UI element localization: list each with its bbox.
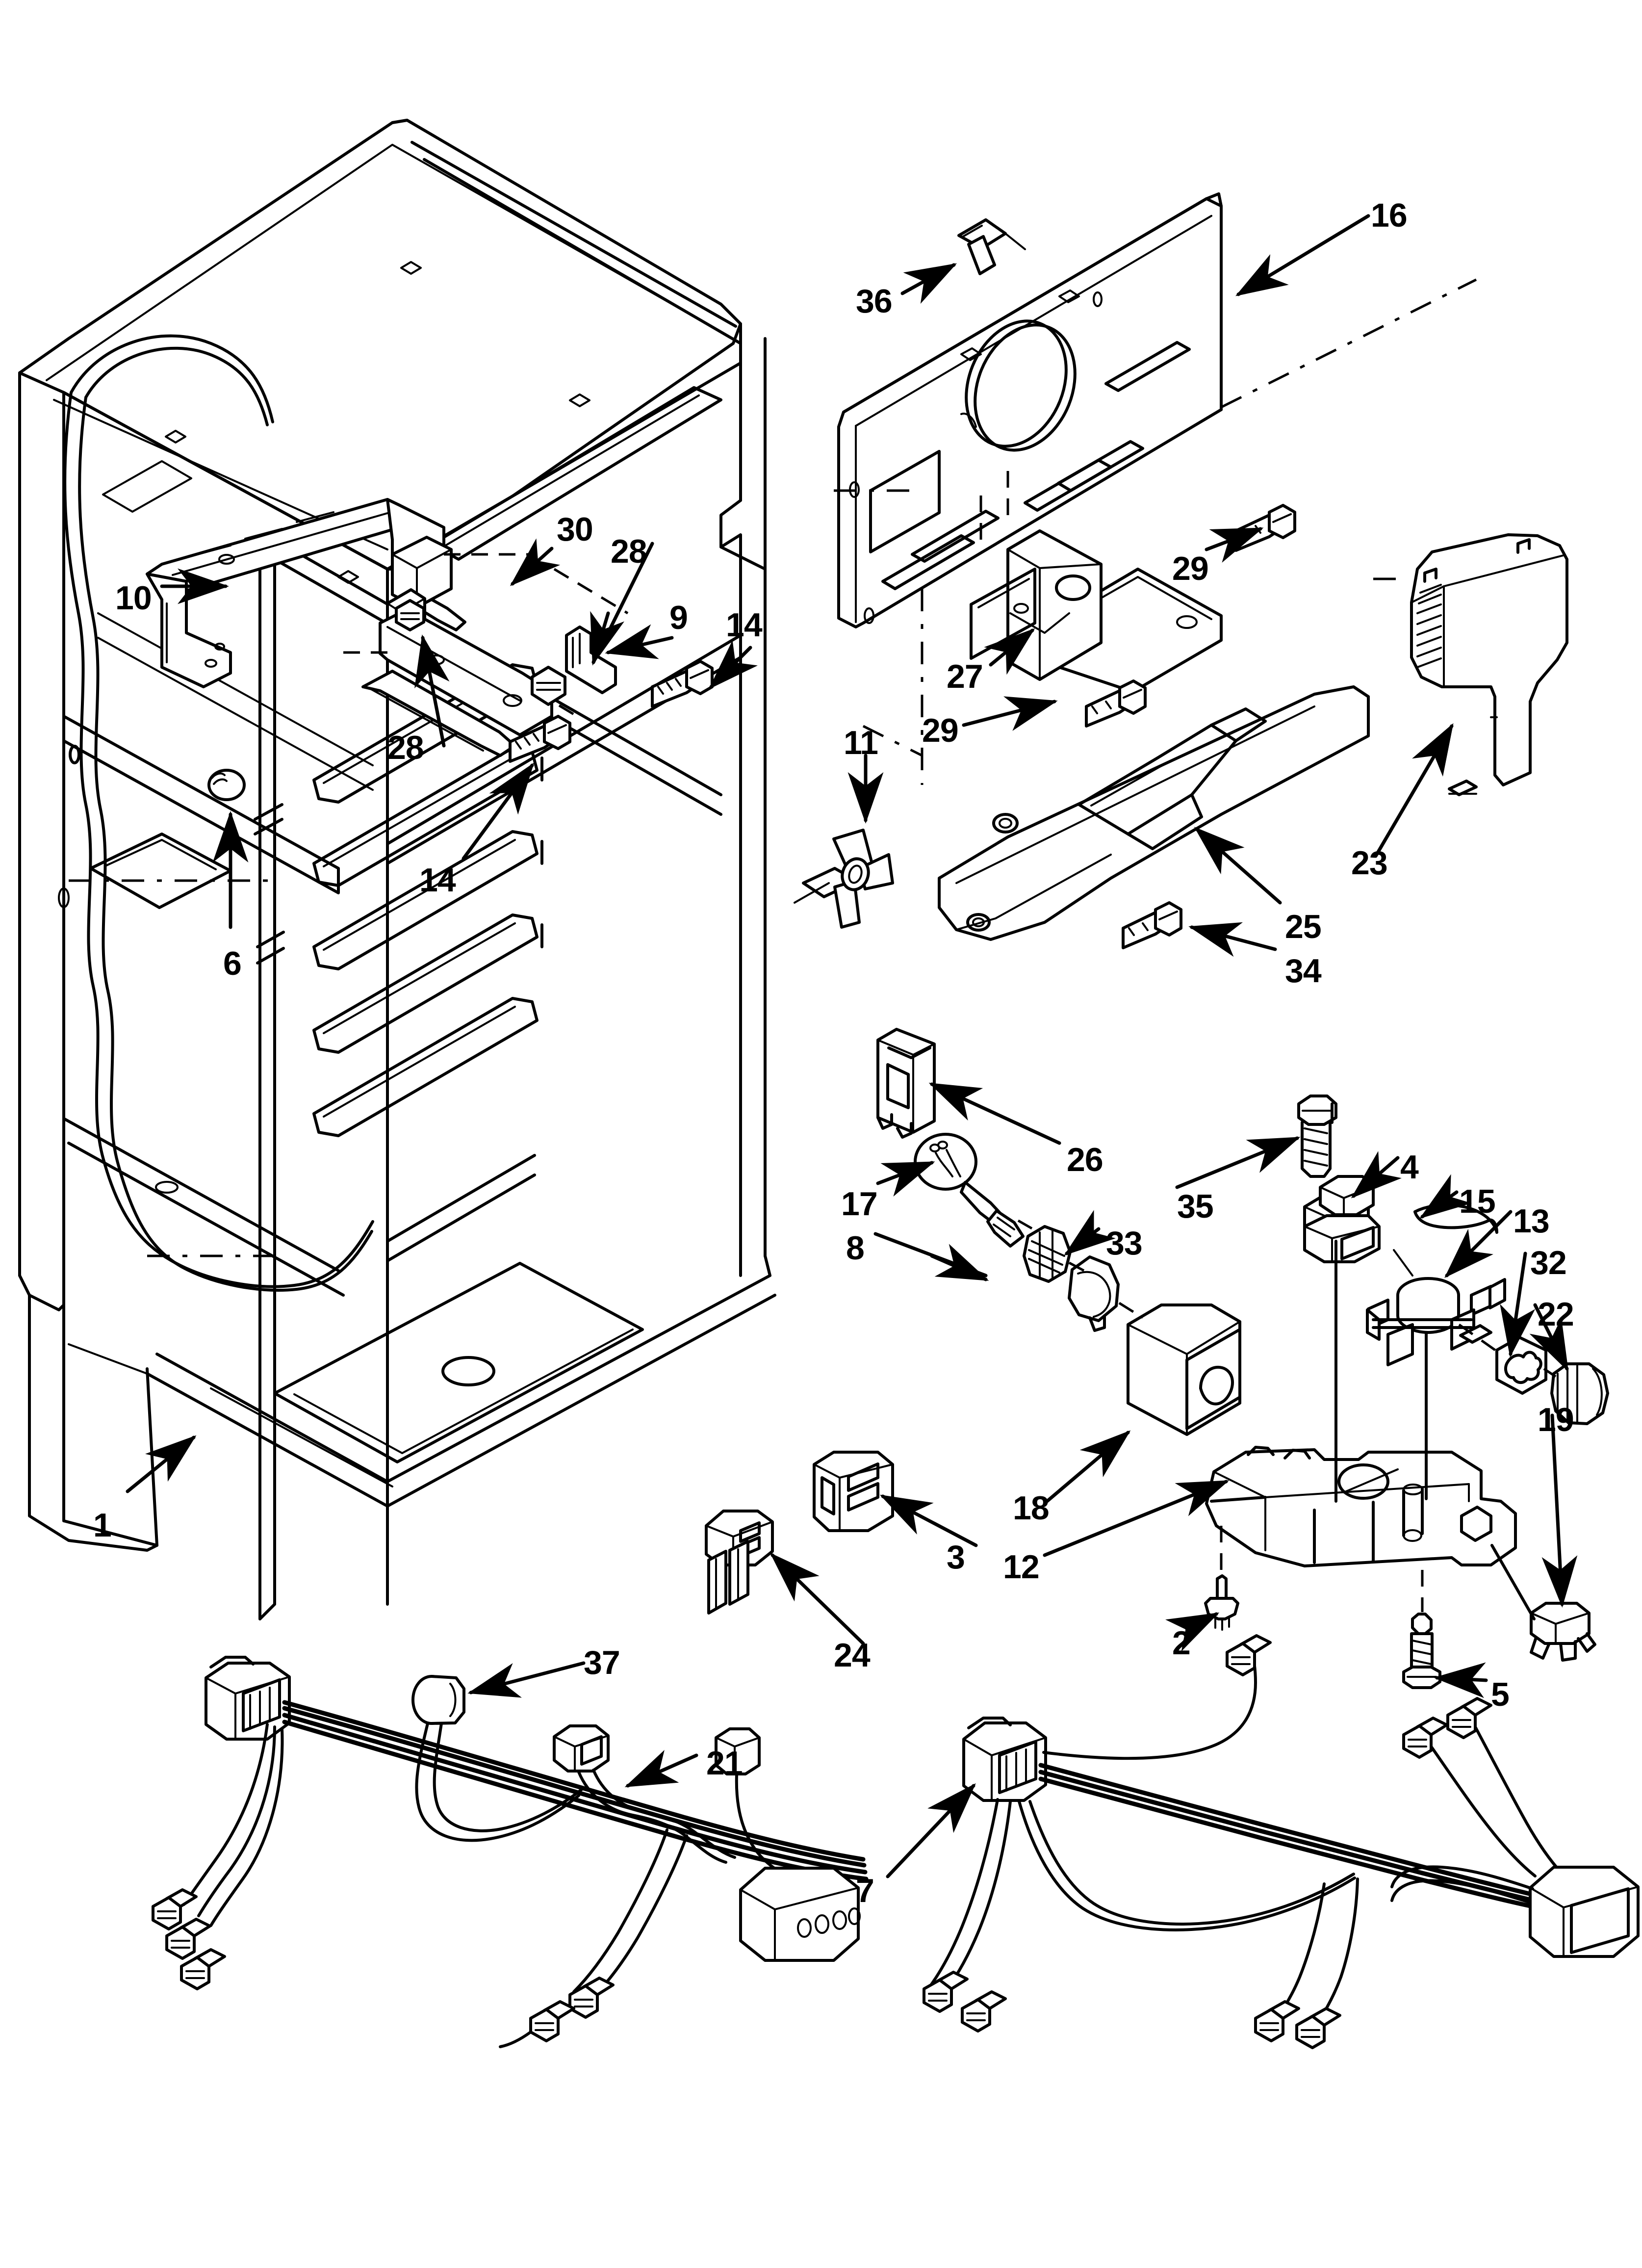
callout-27: 27 bbox=[947, 658, 983, 695]
shelf-rails bbox=[312, 663, 543, 1137]
callout-29a: 29 bbox=[1172, 550, 1209, 587]
callout-5: 5 bbox=[1491, 1676, 1510, 1713]
terminal-tabs-mid bbox=[499, 1977, 615, 2048]
light-and-controls-group bbox=[705, 1028, 1609, 1689]
callout-4: 4 bbox=[1400, 1148, 1419, 1186]
connector-block-24 bbox=[705, 1510, 774, 1615]
callout-12: 12 bbox=[1003, 1548, 1040, 1586]
terminal-tabs-right-1 bbox=[923, 1971, 1007, 2033]
callout-14b: 14 bbox=[419, 861, 456, 899]
terminal-tabs-right-2 bbox=[1254, 2000, 1341, 2049]
callout-1: 1 bbox=[93, 1507, 112, 1544]
screw-5 bbox=[1402, 1613, 1441, 1689]
callout-28a: 28 bbox=[611, 533, 647, 570]
wire-harness-right-group bbox=[923, 1634, 1640, 2049]
callout-21: 21 bbox=[706, 1745, 743, 1782]
cabinet-liner-group bbox=[18, 119, 776, 1620]
plug-button-6 bbox=[207, 769, 246, 801]
screw-14b bbox=[509, 715, 571, 763]
light-switch-26 bbox=[876, 1028, 936, 1139]
callout-36: 36 bbox=[856, 283, 893, 320]
hinge-shim-36 bbox=[957, 218, 1026, 275]
socket-cover-8 bbox=[1068, 1255, 1120, 1332]
callout-2: 2 bbox=[1172, 1624, 1191, 1662]
callout-18: 18 bbox=[1013, 1489, 1050, 1527]
callout-37: 37 bbox=[584, 1644, 620, 1681]
terminal-top-right bbox=[1226, 1634, 1272, 1676]
mid-connector-b bbox=[715, 1727, 761, 1775]
drain-pan-12 bbox=[1205, 1446, 1517, 1567]
leader-lines bbox=[126, 214, 1578, 1878]
light-bulb-17 bbox=[914, 1133, 1025, 1248]
rear-access-panel-group bbox=[834, 192, 1477, 785]
harness-end-block-left bbox=[739, 1867, 861, 1962]
connector-block-3 bbox=[813, 1451, 894, 1532]
callout-16: 16 bbox=[1371, 197, 1408, 234]
callout-7: 7 bbox=[856, 1872, 874, 1909]
callout-28b: 28 bbox=[387, 729, 424, 766]
callout-22: 22 bbox=[1538, 1296, 1574, 1333]
light-socket-33 bbox=[1023, 1225, 1072, 1283]
screw-34 bbox=[1122, 901, 1182, 949]
defrost-timer-4 bbox=[1303, 1175, 1381, 1263]
callout-29b: 29 bbox=[922, 712, 959, 749]
knob-clip-32 bbox=[1495, 1336, 1547, 1395]
screw-35 bbox=[1297, 1095, 1337, 1178]
terminal-19 bbox=[1530, 1602, 1596, 1662]
callout-8: 8 bbox=[846, 1229, 865, 1267]
fan-shroud-group bbox=[794, 533, 1568, 949]
harness-end-block-right bbox=[1529, 1866, 1640, 1958]
callout-10: 10 bbox=[115, 579, 152, 617]
fan-blade-11 bbox=[794, 829, 894, 929]
callout-19: 19 bbox=[1538, 1401, 1574, 1438]
callout-23: 23 bbox=[1351, 844, 1388, 882]
air-duct-23 bbox=[1410, 533, 1568, 796]
callout-35: 35 bbox=[1177, 1188, 1214, 1225]
callout-17: 17 bbox=[841, 1185, 878, 1223]
wire-harness-left-group bbox=[152, 1656, 869, 2048]
defrost-thermostat-13 bbox=[1366, 1249, 1506, 1366]
callout-33: 33 bbox=[1106, 1225, 1143, 1262]
callout-11: 11 bbox=[844, 724, 878, 761]
callout-3: 3 bbox=[947, 1538, 965, 1576]
callout-14a: 14 bbox=[726, 606, 763, 644]
mid-connector-a bbox=[553, 1724, 610, 1773]
callout-9: 9 bbox=[669, 599, 688, 636]
callout-25: 25 bbox=[1285, 908, 1322, 945]
callout-34: 34 bbox=[1285, 952, 1322, 990]
callout-26: 26 bbox=[1067, 1141, 1103, 1178]
callout-13: 13 bbox=[1513, 1202, 1550, 1240]
grommet-37 bbox=[411, 1675, 465, 1725]
housing-18 bbox=[1127, 1303, 1241, 1436]
screw-29b bbox=[1085, 679, 1147, 728]
terminal-tabs-right-3 bbox=[1402, 1697, 1564, 1877]
push-pin-2 bbox=[1204, 1574, 1239, 1631]
screw-29a bbox=[1234, 504, 1296, 552]
terminal-tabs-left bbox=[152, 1888, 226, 1990]
callout-15: 15 bbox=[1459, 1183, 1496, 1220]
callout-24: 24 bbox=[834, 1637, 871, 1674]
callout-30: 30 bbox=[557, 511, 593, 548]
callout-32: 32 bbox=[1530, 1244, 1567, 1281]
control-knob-22 bbox=[1550, 1362, 1609, 1425]
callout-6: 6 bbox=[223, 945, 242, 982]
